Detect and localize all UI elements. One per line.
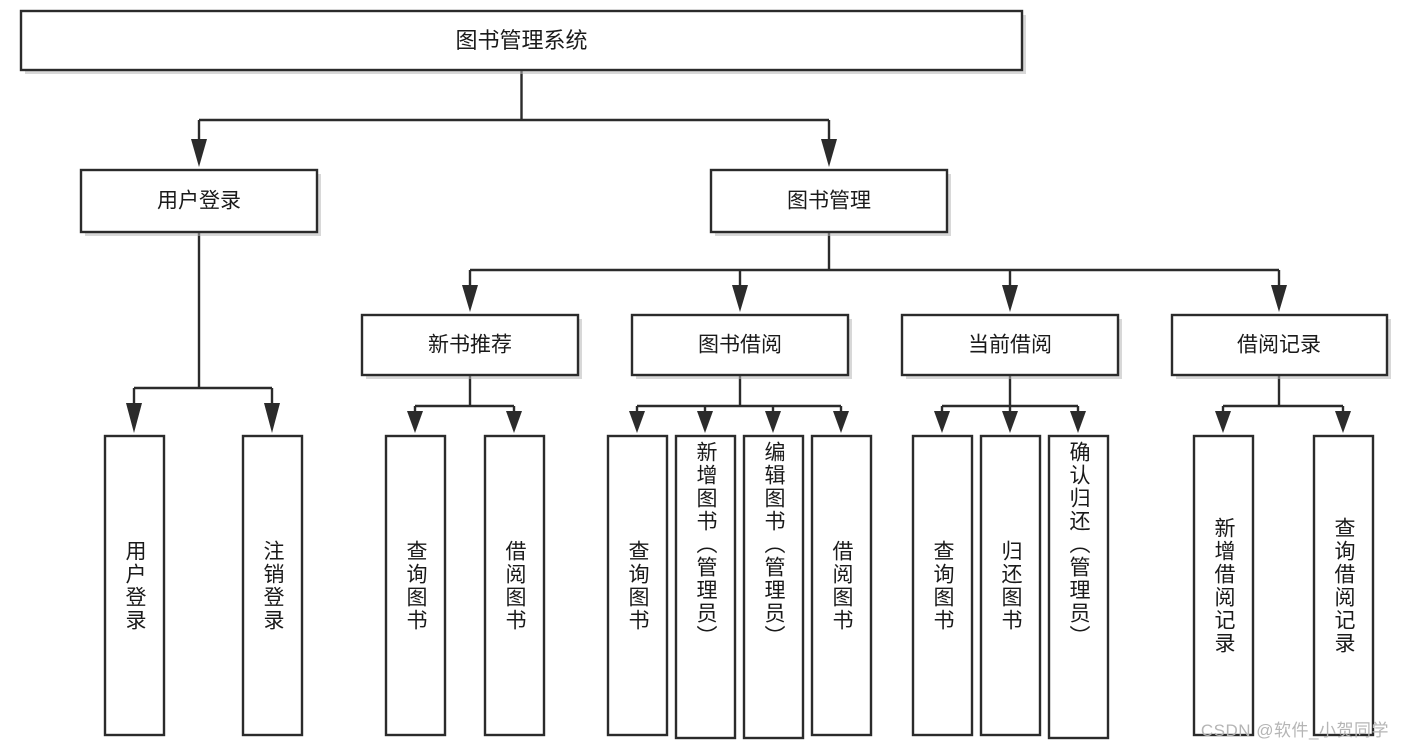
node-book-management[interactable]: 图书管理 xyxy=(709,168,951,236)
node-book-borrow-box[interactable] xyxy=(630,313,850,377)
connector-group-borrow-record xyxy=(1215,375,1351,433)
watermark-text: CSDN @软件_小贺同学 xyxy=(1200,721,1389,740)
node-current-borrow-label: 当前借阅 xyxy=(968,334,1052,357)
node-user-login-label: 用户登录 xyxy=(157,190,241,213)
arrow-userlogin-to-leaf1 xyxy=(126,403,142,433)
arrow-record-to-leaf2 xyxy=(1335,411,1351,433)
arrow-borrow-to-leaf2 xyxy=(697,411,713,433)
leaf-box-query-book-2[interactable] xyxy=(606,434,669,737)
leaf-box-user-login[interactable] xyxy=(103,434,166,737)
arrow-userlogin-to-leaf2 xyxy=(264,403,280,433)
arrow-borrow-to-leaf4 xyxy=(833,411,849,433)
leaf-node-group xyxy=(103,434,1375,740)
leaf-box-return-book[interactable] xyxy=(979,434,1042,737)
node-root-box[interactable] xyxy=(19,9,1024,72)
arrow-bookmgmt-to-borrow xyxy=(732,285,748,312)
arrow-current-to-leaf2 xyxy=(1002,411,1018,433)
node-root[interactable]: 图书管理系统 xyxy=(19,9,1026,74)
node-borrow-record-box[interactable] xyxy=(1170,313,1389,377)
connector-group-borrow xyxy=(629,375,849,433)
arrow-bookmgmt-to-record xyxy=(1271,285,1287,312)
leaf-box-query-book-1[interactable] xyxy=(384,434,447,737)
leaf-box-query-record[interactable] xyxy=(1312,434,1375,737)
arrow-bookmgmt-to-current xyxy=(1002,285,1018,312)
node-borrow-record-label: 借阅记录 xyxy=(1237,334,1321,357)
leaf-box-edit-book-admin[interactable] xyxy=(742,434,805,740)
connector-group-user-login xyxy=(126,232,280,433)
arrow-current-to-leaf1 xyxy=(934,411,950,433)
arrow-record-to-leaf1 xyxy=(1215,411,1231,433)
leaf-box-add-book-admin[interactable] xyxy=(674,434,737,740)
arrow-borrow-to-leaf3 xyxy=(765,411,781,433)
connector-group-current-borrow xyxy=(934,375,1086,433)
leaf-box-borrow-book-1[interactable] xyxy=(483,434,546,737)
node-new-book-recommend-box[interactable] xyxy=(360,313,580,377)
connector-group-new-book xyxy=(407,375,522,433)
node-root-label: 图书管理系统 xyxy=(455,28,587,53)
connector-group-root xyxy=(191,70,837,167)
node-current-borrow-box[interactable] xyxy=(900,313,1120,377)
leaf-box-borrow-book-2[interactable] xyxy=(810,434,873,737)
arrow-borrow-to-leaf1 xyxy=(629,411,645,433)
node-book-borrow[interactable]: 图书借阅 xyxy=(630,313,852,379)
node-book-management-box[interactable] xyxy=(709,168,949,234)
leaf-box-confirm-return[interactable] xyxy=(1047,434,1110,740)
leaf-box-logout[interactable] xyxy=(241,434,304,737)
node-borrow-record[interactable]: 借阅记录 xyxy=(1170,313,1391,379)
node-book-management-label: 图书管理 xyxy=(787,190,871,213)
node-user-login-box[interactable] xyxy=(79,168,319,234)
node-book-borrow-label: 图书借阅 xyxy=(698,334,782,357)
node-user-login[interactable]: 用户登录 xyxy=(79,168,321,236)
node-new-book-recommend[interactable]: 新书推荐 xyxy=(360,313,582,379)
arrow-newbook-to-leaf2 xyxy=(506,411,522,433)
leaf-box-add-record[interactable] xyxy=(1192,434,1255,737)
node-current-borrow[interactable]: 当前借阅 xyxy=(900,313,1122,379)
leaf-box-query-book-3[interactable] xyxy=(911,434,974,737)
connector-group-book-mgmt xyxy=(462,232,1287,312)
arrow-current-to-leaf3 xyxy=(1070,411,1086,433)
arrow-root-to-user-login xyxy=(191,139,207,167)
arrow-root-to-book-mgmt xyxy=(821,139,837,167)
arrow-newbook-to-leaf1 xyxy=(407,411,423,433)
node-new-book-recommend-label: 新书推荐 xyxy=(428,334,512,357)
arrow-bookmgmt-to-newbook xyxy=(462,285,478,312)
